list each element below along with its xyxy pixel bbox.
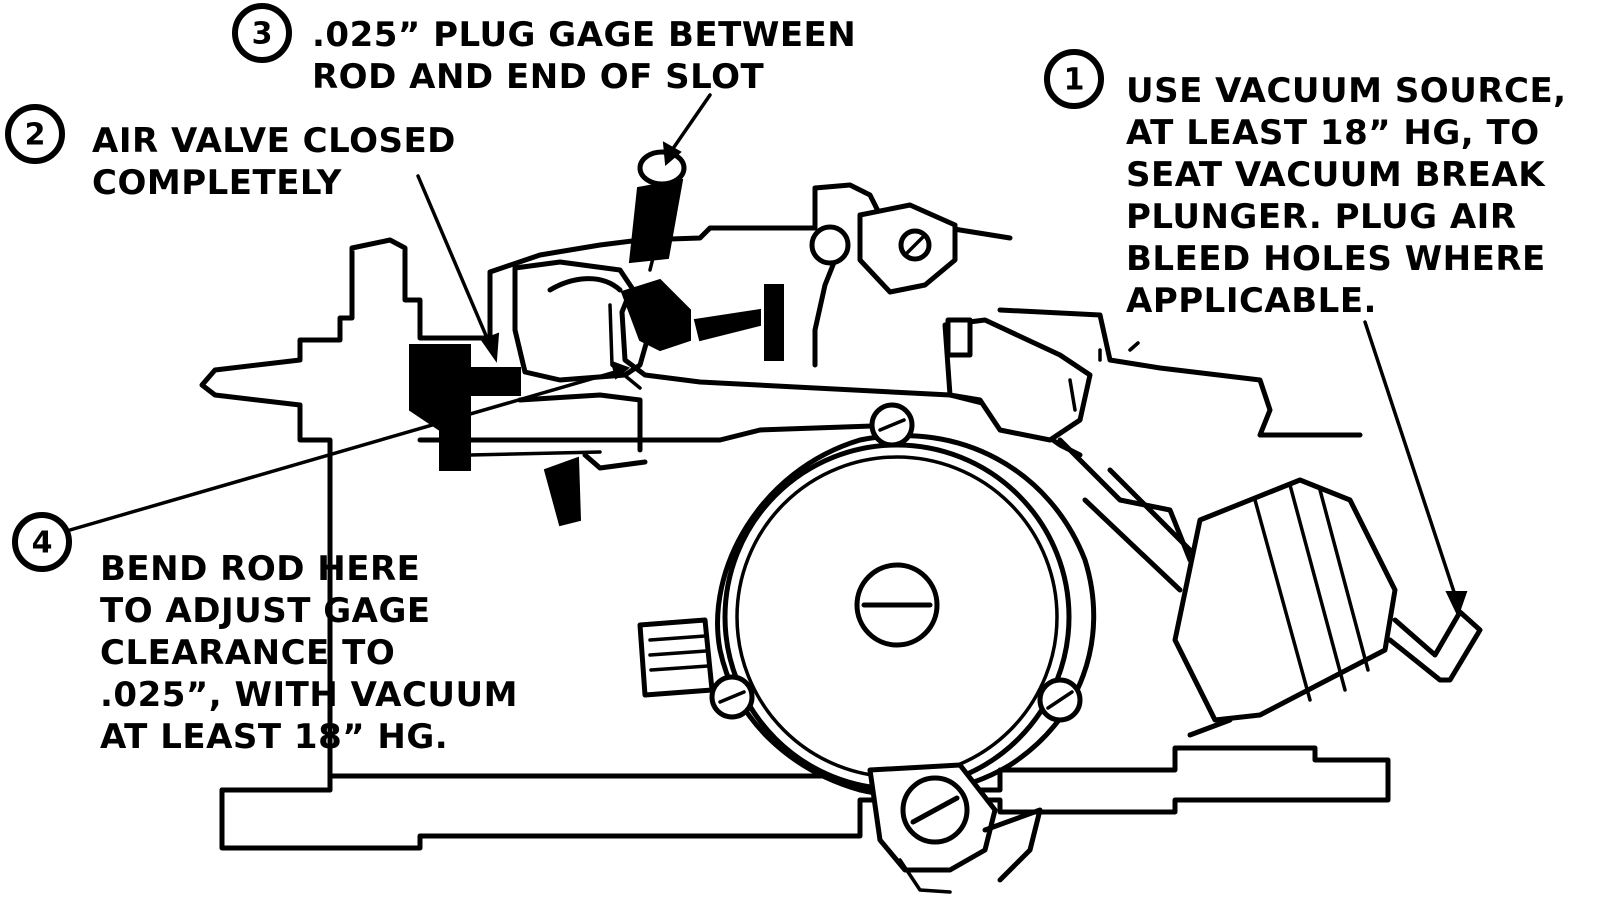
callout-3-number-circle (232, 3, 292, 63)
callout-1: 1 USE VACUUM SOURCE, AT LEAST 18” HG, TO… (1044, 49, 1567, 321)
callout-4-number-circle (12, 512, 72, 572)
callout-3-line-2: ROD AND END OF SLOT (312, 57, 765, 97)
callout-2-line-1: AIR VALVE CLOSED (92, 121, 456, 161)
callout-2: 2 AIR VALVE CLOSED COMPLETELY (5, 104, 456, 203)
callout-4-line-4: .025”, WITH VACUUM (100, 675, 518, 715)
callout-3-line-1: .025” PLUG GAGE BETWEEN (312, 15, 856, 55)
callout-1-line-6: APPLICABLE. (1126, 281, 1377, 321)
air-valve-assembly (512, 259, 784, 527)
plug-gage (628, 149, 687, 272)
callout-2-line-2: COMPLETELY (92, 163, 342, 203)
callout-1-number: 1 (1064, 63, 1085, 98)
callout-1-line-2: AT LEAST 18” HG, TO (1126, 113, 1540, 153)
callout-4-line-2: TO ADJUST GAGE (100, 591, 431, 631)
callout-3: 3 .025” PLUG GAGE BETWEEN ROD AND END OF… (232, 3, 856, 97)
callout-1-line-1: USE VACUUM SOURCE, (1126, 71, 1567, 111)
choke-housing (637, 402, 1097, 894)
vacuum-break (1082, 467, 1483, 738)
callout-4-number: 4 (32, 526, 53, 561)
callout-2-number-circle (5, 104, 65, 164)
callout-1-line-5: BLEED HOLES WHERE (1126, 239, 1546, 279)
callout-1-number-circle (1044, 49, 1104, 109)
leader-lines (68, 93, 1468, 792)
callout-4-line-1: BEND ROD HERE (100, 549, 420, 589)
callout-1-line-4: PLUNGER. PLUG AIR (1126, 197, 1517, 237)
connector-block (942, 317, 1140, 443)
callout-4: 4 BEND ROD HERE TO ADJUST GAGE CLEARANCE… (12, 512, 518, 757)
callout-3-number: 3 (252, 17, 273, 52)
callout-1-line-3: SEAT VACUUM BREAK (1126, 155, 1546, 195)
callout-4-line-5: AT LEAST 18” HG. (100, 717, 448, 757)
callout-2-number: 2 (25, 118, 46, 153)
callout-4-line-3: CLEARANCE TO (100, 633, 395, 673)
